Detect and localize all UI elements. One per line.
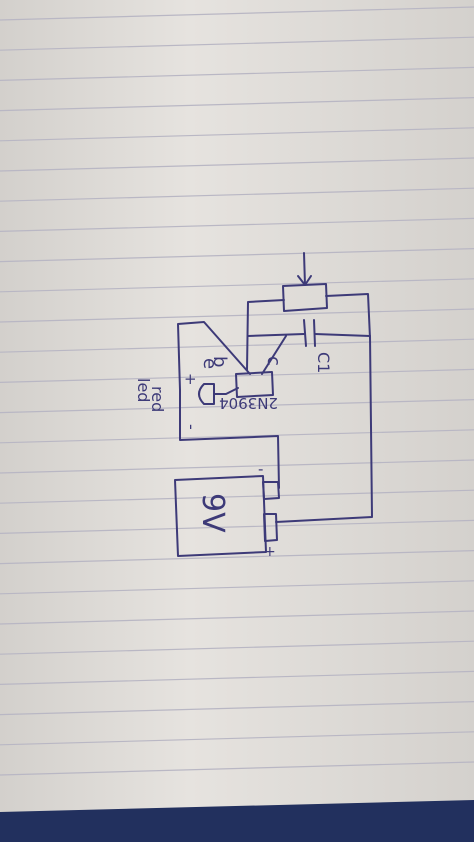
wire-led-minus: [179, 389, 280, 489]
ruled-line: [0, 187, 474, 202]
ruled-line: [0, 550, 474, 565]
ruled-line: [0, 701, 474, 716]
battery-label: 9V: [195, 493, 230, 533]
transistor-label-c: c: [263, 356, 284, 366]
ruled-line: [0, 66, 474, 81]
ruled-line: [0, 489, 474, 504]
potentiometer-body: [282, 283, 328, 312]
ruled-line: [0, 217, 474, 232]
transistor-collector-lead: [261, 335, 287, 375]
ruled-line: [0, 6, 474, 21]
ruled-line: [0, 338, 474, 353]
ruled-line: [0, 519, 474, 534]
wire-cap-right: [314, 333, 371, 337]
ruled-line: [0, 761, 474, 776]
battery-plus-sign: +: [264, 544, 276, 560]
transistor-base-lead: [177, 321, 251, 391]
ruled-line: [0, 399, 474, 414]
transistor-label-b: b: [209, 356, 230, 367]
led-label-led: led: [134, 378, 153, 402]
ruled-line: [0, 429, 474, 444]
battery-terminal-plus: [263, 513, 278, 542]
potentiometer-arrow-shaft: [303, 252, 306, 286]
capacitor-plate-2: [313, 319, 316, 347]
led-body: [198, 383, 215, 405]
ruled-line: [0, 278, 474, 293]
wire-cap-left: [247, 333, 305, 337]
ruled-line: [0, 459, 474, 474]
ruled-line: [0, 731, 474, 746]
ruled-line: [0, 97, 474, 112]
wire-pot-left: [246, 299, 285, 371]
wire-right-rail: [275, 335, 373, 523]
ruled-line: [0, 640, 474, 655]
ruled-line: [0, 248, 474, 263]
potentiometer-arrow-head: [297, 275, 312, 286]
ruled-line: [0, 308, 474, 323]
ruled-line: [0, 157, 474, 172]
battery-terminal-minus: [262, 481, 280, 500]
capacitor-label: C1: [314, 352, 333, 373]
battery-minus-sign: -: [258, 460, 263, 478]
ruled-lines: [0, 6, 474, 776]
ruled-line: [0, 36, 474, 51]
circuit-sketch: C1 b e c 2N3904 red led + - 9V - +: [134, 252, 373, 560]
wire-pot-right: [325, 293, 371, 339]
led-label-red: red: [148, 386, 167, 412]
battery-body: [174, 475, 267, 557]
capacitor-plate-1: [303, 319, 307, 347]
transistor-emitter-lead: [213, 387, 239, 395]
transistor-label-e: e: [199, 358, 220, 369]
ruled-line: [0, 580, 474, 595]
led-plus-sign: +: [184, 370, 197, 388]
ruled-line: [0, 127, 474, 142]
led-minus-sign: -: [182, 424, 201, 430]
ruled-line: [0, 670, 474, 685]
ruled-line: [0, 610, 474, 625]
transistor-part-label: 2N3904: [219, 394, 278, 412]
